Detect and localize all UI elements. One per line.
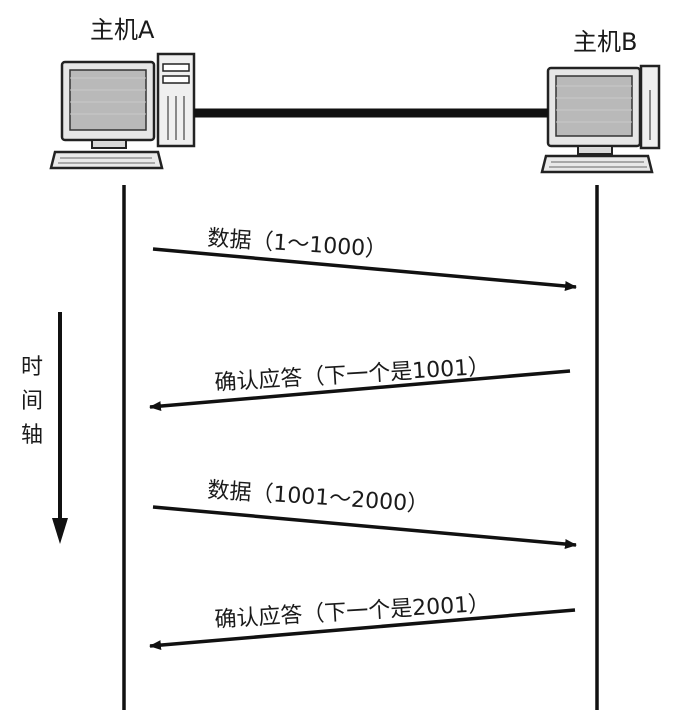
- timeline-label-char-3: 轴: [21, 423, 43, 448]
- message-4-arrow: [149, 608, 576, 651]
- message-1-arrow: [152, 247, 577, 291]
- message-3-label: 数据（1001～2000）: [207, 478, 430, 518]
- host-a-label: 主机A: [90, 16, 155, 44]
- timeline-label-char-2: 间: [21, 389, 43, 414]
- host-b-label: 主机B: [573, 28, 637, 56]
- host-b-computer-icon: [540, 64, 661, 174]
- host-a-computer-icon: [49, 52, 196, 170]
- timeline-arrow-down-icon: [52, 312, 68, 544]
- message-3-arrow: [152, 505, 577, 549]
- timeline-label-char-1: 时: [21, 355, 43, 380]
- message-2-arrow: [149, 369, 571, 412]
- message-4-label: 确认应答（下一个是2001）: [214, 592, 491, 633]
